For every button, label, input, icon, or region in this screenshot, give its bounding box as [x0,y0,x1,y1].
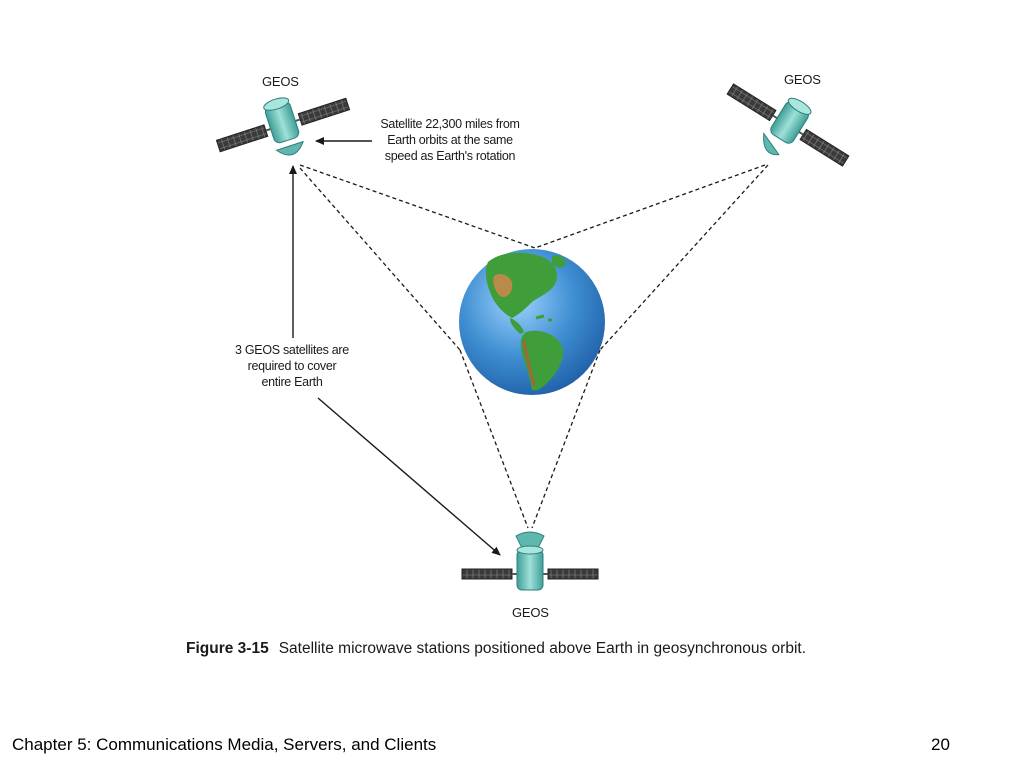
figure-caption: Figure 3-15 Satellite microwave stations … [186,640,806,658]
coverage-note-line: required to cover [247,359,337,373]
footer-page-number: 20 [931,735,950,754]
satellite-top-right [726,83,850,167]
orbit-note-line: Earth orbits at the same [387,133,513,147]
coverage-note-arrow-down [317,397,501,556]
satellite-label-top-right: GEOS [784,72,821,87]
caribbean-islands [535,314,552,322]
satellite-top-left [215,97,351,156]
greenland-landmass [552,255,566,268]
earth-globe [459,249,605,395]
coverage-note: 3 GEOS satellites are required to cover … [222,342,362,390]
annotation-arrows [289,137,501,556]
figure-number: Figure 3-15 [186,640,269,657]
footer-chapter-title: Chapter 5: Communications Media, Servers… [12,735,437,754]
orbit-note-line: speed as Earth's rotation [384,149,516,163]
coverage-line-earth-right-to-bottom [531,349,601,529]
satellite-label-bottom: GEOS [512,605,549,620]
satellite-bottom [461,531,599,591]
coverage-note-line: entire Earth [261,375,323,389]
satellite-label-top-left: GEOS [262,74,299,89]
figure-caption-text: Satellite microwave stations positioned … [278,640,806,657]
coverage-line-earth-left-to-bottom [459,349,529,529]
coverage-lines [299,164,769,529]
coverage-note-line: 3 GEOS satellites are [235,343,349,357]
andes-mountains [522,339,536,387]
orbit-note: Satellite 22,300 miles from Earth orbits… [370,116,530,164]
coverage-line-top-right-to-earth-top [534,164,766,249]
coverage-line-top-left-to-earth-left [299,167,461,351]
coverage-line-top-right-to-earth-right [599,164,769,351]
central-america-landmass [510,318,524,334]
north-america-desert [493,274,513,298]
north-america-landmass [485,252,558,318]
orbit-note-line: Satellite 22,300 miles from [380,117,520,131]
coverage-line-top-left-to-earth-top [299,164,536,249]
